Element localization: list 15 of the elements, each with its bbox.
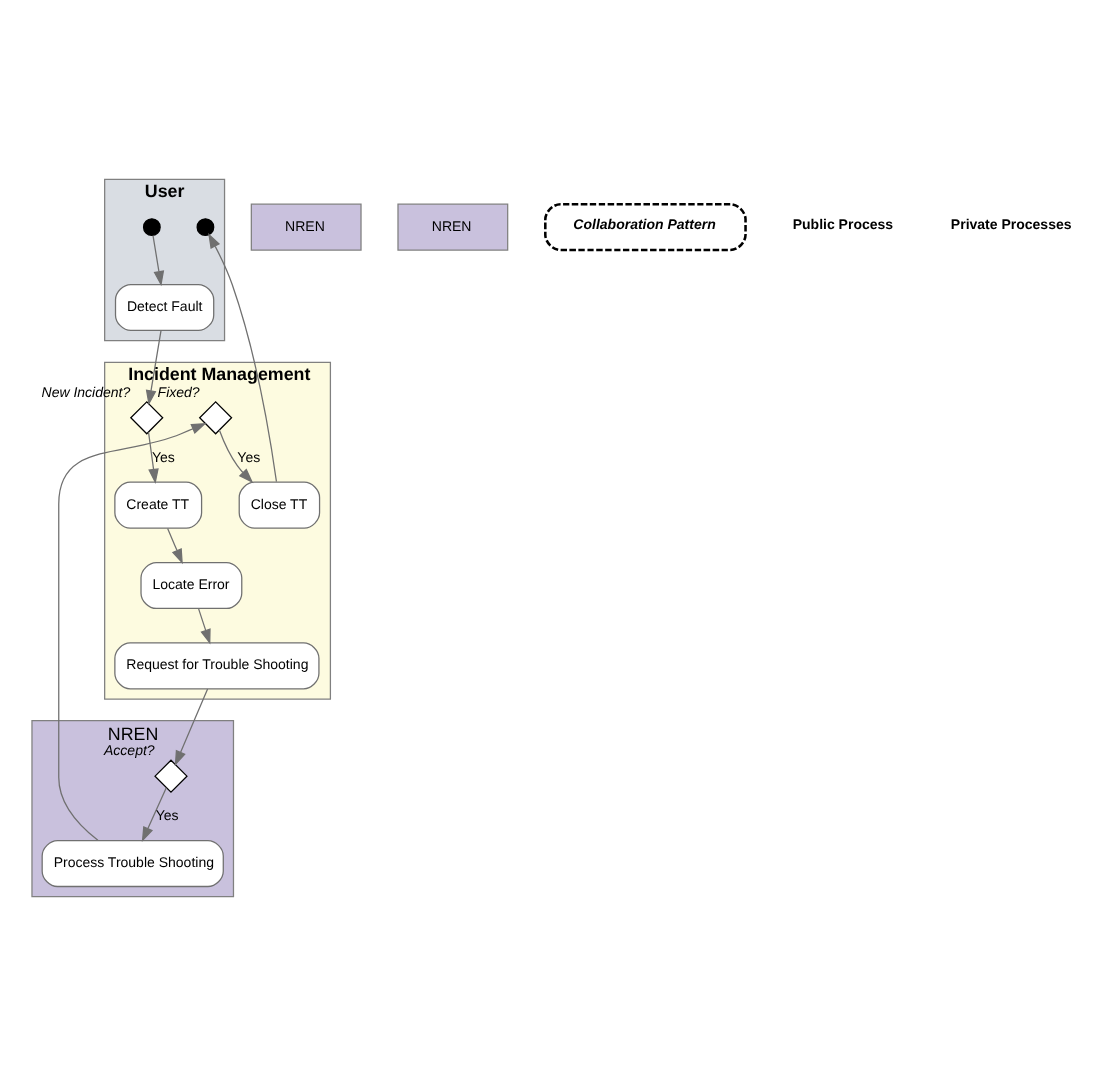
arrow xyxy=(152,233,165,286)
arrow xyxy=(198,607,211,644)
arrow xyxy=(58,421,207,840)
arrow xyxy=(208,232,278,482)
node-circle xyxy=(142,217,161,236)
node-diamond xyxy=(154,758,188,793)
arrow xyxy=(218,428,254,483)
arrow xyxy=(141,786,167,842)
arrow xyxy=(167,526,183,564)
arrow xyxy=(174,687,209,766)
arrow xyxy=(147,430,159,484)
node-diamond xyxy=(129,399,164,434)
node-circle xyxy=(196,217,215,236)
node-diamond xyxy=(198,399,233,434)
arrow xyxy=(145,328,162,405)
